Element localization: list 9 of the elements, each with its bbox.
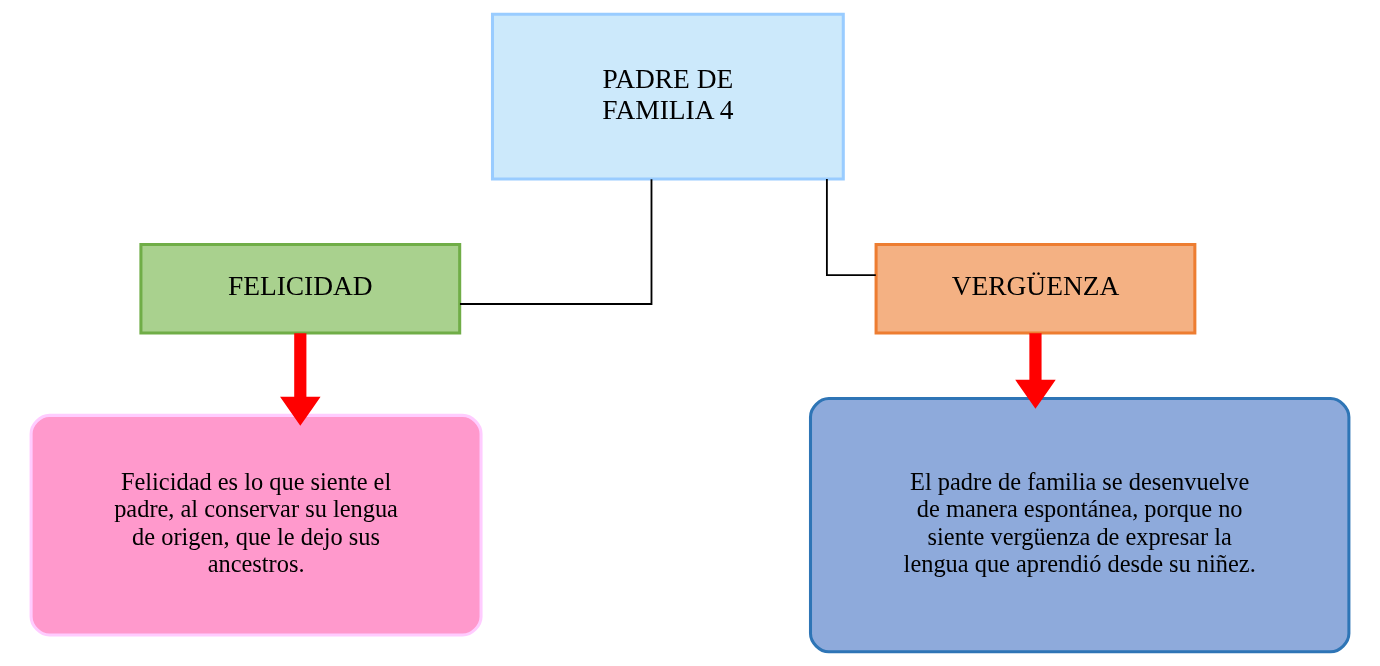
connector — [459, 178, 653, 305]
node-box: Felicidad es lo que siente el padre, al conservar su lengua de origen, que le dejo sus ancestros. — [29, 413, 483, 637]
connector — [825, 178, 877, 276]
node-box: PADRE DE FAMILIA 4 — [490, 12, 845, 181]
node-box: El padre de familia se desenvuelve de manera espontánea, porque no siente vergüenza de expresar la lengua que aprendió desde su niñez. — [808, 397, 1351, 654]
arrow — [1015, 333, 1056, 409]
node-box: FELICIDAD — [139, 243, 462, 335]
node-box: VERGÜENZA — [874, 243, 1197, 335]
arrow — [280, 333, 321, 426]
